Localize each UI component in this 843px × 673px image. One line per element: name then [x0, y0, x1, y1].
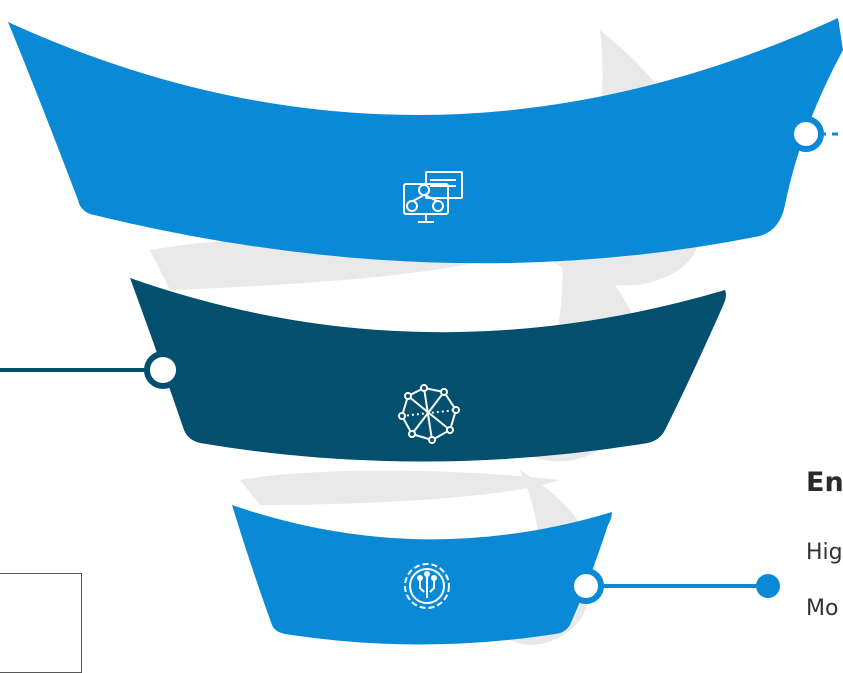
gear-circuit-icon [404, 563, 450, 609]
partial-frame [0, 573, 82, 673]
callout-line-1: Hig [806, 540, 843, 565]
connector-middle [0, 351, 182, 389]
funnel-tier-middle [130, 278, 726, 462]
computer-network-icon [403, 171, 463, 223]
network-graph-icon [398, 384, 460, 444]
funnel-tier-bottom [232, 505, 612, 645]
connector-bottom [568, 568, 780, 604]
callout-heading: En [806, 467, 843, 498]
callout-line-2: Mo [806, 596, 839, 621]
funnel-tier-top [8, 18, 843, 264]
callout-text: En Hig Mo [806, 466, 843, 621]
connector-top [788, 116, 843, 152]
